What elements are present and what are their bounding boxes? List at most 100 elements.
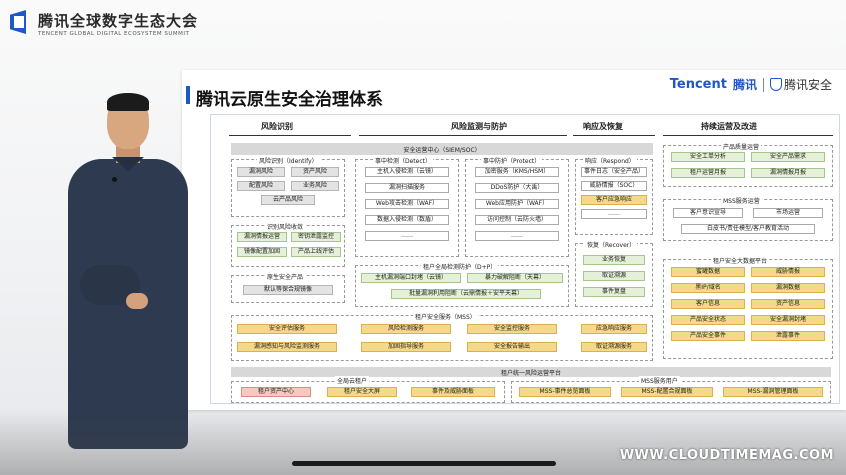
respond-item: 客户应急响应 — [581, 195, 647, 205]
detect-item: 漏洞扫描服务 — [365, 183, 449, 193]
column-header-identify: 风险识别 — [261, 122, 293, 131]
identify-item: 云产品风险 — [261, 195, 315, 205]
native-product-title: 原生安全产品 — [265, 272, 306, 281]
presenter-hair — [107, 93, 149, 111]
converge-item: 产品上线评估 — [291, 247, 341, 257]
protect-item: 加密服务（KMS/HSM） — [475, 167, 559, 177]
converge-item: 密钥泄露监控 — [291, 232, 341, 242]
bigdata-item: 安全漏洞封堵 — [751, 315, 825, 325]
column-header-respond-recover: 响应及恢复 — [583, 122, 623, 131]
detect-item: Web攻击检测（WAF） — [365, 199, 449, 209]
platform-global-title: 全局云租户 — [335, 376, 370, 385]
mss-group — [231, 315, 653, 361]
respond-item: 事件日志（安全产品） — [581, 167, 647, 177]
bigdata-item: 漏洞数据 — [751, 283, 825, 293]
global-detect-group — [355, 265, 569, 307]
bigdata-item: 蜜罐数据 — [671, 267, 745, 277]
protect-title: 事中防护（Protect） — [481, 156, 543, 165]
identify-item: 资产风险 — [291, 167, 339, 177]
bigdata-item: 黑IP/域名 — [671, 283, 745, 293]
bigdata-item: 客户信息 — [671, 299, 745, 309]
bigdata-item: 泄露事件 — [751, 331, 825, 341]
quality-ops-item: 安全产品需求 — [751, 152, 825, 162]
global-detect-title: 租户全局检测防护（D+P） — [421, 262, 499, 271]
native-product-item: 默认等保合规镜像 — [243, 285, 333, 295]
bigdata-item: 威胁情报 — [751, 267, 825, 277]
detect-title: 事中检测（Detect） — [373, 156, 434, 165]
recover-title: 恢复（Recover） — [585, 240, 638, 249]
mss-item: 漏洞感知与风险监测服务 — [237, 342, 337, 352]
detect-item: 主机入侵检测（云镜） — [365, 167, 449, 177]
recover-item: 取证溯源 — [583, 271, 645, 281]
identify-item: 配置风险 — [237, 181, 285, 191]
bigdata-item: 产品安全事件 — [671, 331, 745, 341]
mss-item: 风险检测服务 — [361, 324, 451, 334]
tencent-security-text: 腾讯安全 — [783, 78, 832, 92]
brand-divider — [762, 77, 764, 92]
recover-item: 事件复盘 — [583, 287, 645, 297]
recover-item: 业务恢复 — [583, 255, 645, 265]
presenter-figure — [50, 93, 200, 475]
quality-ops-item: 漏洞情报月报 — [751, 168, 825, 178]
global-detect-item: 主机漏洞端口封堵（云镜） — [361, 273, 461, 283]
global-detect-item: 批量漏洞利用阻断（云鼎情报＋安平天幕） — [391, 289, 541, 299]
slide-header: 腾讯云原生安全治理体系 Tencent 腾讯 腾讯安全 — [182, 70, 846, 110]
identify-item: 漏洞风险 — [237, 167, 285, 177]
mss-item: 安全监控服务 — [467, 324, 557, 334]
protect-item: …… — [475, 231, 559, 241]
mss-ops-title: MSS服务运营 — [721, 196, 762, 205]
platform-mss-item: MSS-事件总览面板 — [519, 387, 611, 397]
protect-item: Web应用防护（WAF） — [475, 199, 559, 209]
security-architecture-diagram: 风险识别 风险监测与防护 响应及恢复 持续运营及改进 安全运营中心（SIEM/S… — [210, 114, 840, 404]
tencent-security-logo: 腾讯安全 — [769, 76, 832, 93]
platform-mss-title: MSS服务用户 — [639, 376, 680, 385]
lapel-mic-icon — [112, 177, 117, 182]
platform-global-item: 租户资产中心 — [241, 387, 311, 397]
protect-item: 访问控制（云防火墙） — [475, 215, 559, 225]
mss-ops-group — [663, 199, 833, 241]
tencent-cn-logo-text: 腾讯 — [732, 78, 757, 92]
quality-ops-title: 产品质量运营 — [721, 142, 762, 151]
identify-title: 风险识别（Identify） — [257, 156, 320, 165]
platform-global-item: 租户安全大屏 — [327, 387, 397, 397]
summit-logo-icon — [10, 8, 32, 38]
column-line — [359, 135, 567, 136]
mss-ops-item: 客户意识宣导 — [673, 208, 743, 218]
mss-item: 安全报告输出 — [467, 342, 557, 352]
soc-bar: 安全运营中心（SIEM/SOC） — [231, 143, 653, 155]
presenter-hand — [126, 293, 148, 309]
event-title: 腾讯全球数字生态大会 — [38, 11, 199, 30]
respond-item: …… — [581, 209, 647, 219]
tencent-logo-text: Tencent — [669, 77, 727, 92]
detect-item: 数据入侵检测（数盾） — [365, 215, 449, 225]
column-line — [573, 135, 655, 136]
converge-title: 识别风险收敛 — [265, 222, 306, 231]
respond-item: 威胁情报（SOC） — [581, 181, 647, 191]
converge-item: 镜像配置加固 — [237, 247, 287, 257]
bigdata-item: 产品安全状态 — [671, 315, 745, 325]
column-header-detect-protect: 风险监测与防护 — [451, 122, 507, 131]
platform-mss-item: MSS-漏洞管理面板 — [723, 387, 823, 397]
mss-ops-item: 市场运营 — [753, 208, 823, 218]
global-detect-item: 暴力破解阻断（天幕） — [467, 273, 563, 283]
protect-item: DDoS防护（大禹） — [475, 183, 559, 193]
mss-ops-item: 白皮书/责任模型/客户教育活动 — [681, 224, 815, 234]
slide-title: 腾讯云原生安全治理体系 — [196, 90, 383, 110]
quality-ops-item: 租户运营月报 — [671, 168, 745, 178]
column-line — [663, 135, 833, 136]
event-logo: 腾讯全球数字生态大会 TENCENT GLOBAL DIGITAL ECOSYS… — [10, 8, 198, 38]
shield-icon — [769, 78, 782, 91]
mss-item: 取证溯源服务 — [581, 342, 647, 352]
presentation-slide: 腾讯云原生安全治理体系 Tencent 腾讯 腾讯安全 风险识别 风险监测与防护… — [182, 70, 846, 410]
platform-bar: 租户统一风险运营平台 — [231, 367, 831, 377]
platform-mss-item: MSS-配置合规面板 — [621, 387, 713, 397]
bigdata-item: 资产信息 — [751, 299, 825, 309]
identify-item: 业务风险 — [291, 181, 339, 191]
event-subtitle: TENCENT GLOBAL DIGITAL ECOSYSTEM SUMMIT — [38, 30, 190, 37]
converge-item: 漏洞情报运营 — [237, 232, 287, 242]
mss-title: 租户安全服务（MSS） — [413, 312, 478, 321]
title-accent-bar — [186, 86, 190, 104]
home-indicator-bar[interactable] — [292, 461, 556, 466]
column-line — [229, 135, 351, 136]
